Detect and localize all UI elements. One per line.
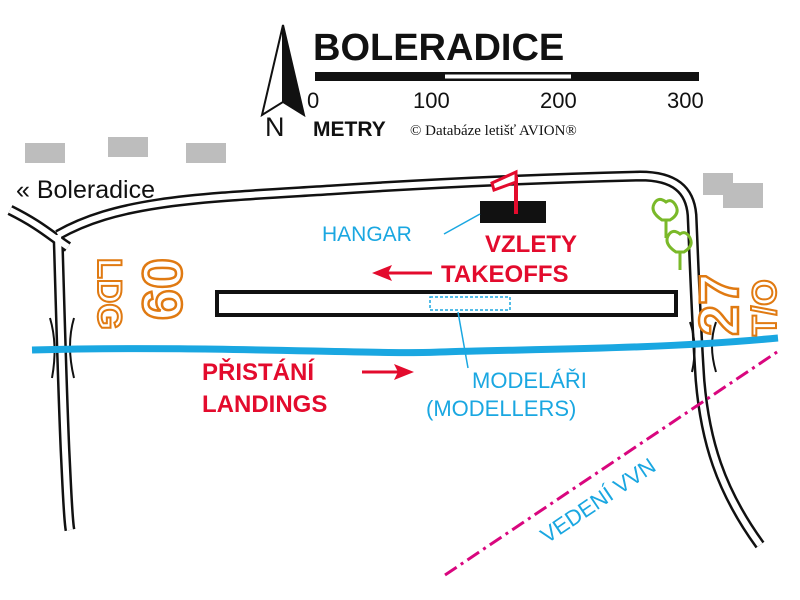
modellers-label-en: (MODELLERS) bbox=[426, 396, 576, 421]
stream bbox=[31, 334, 779, 357]
runway-27-use: T/O bbox=[746, 279, 784, 336]
takeoff-label-cz: VZLETY bbox=[485, 231, 577, 258]
north-label: N bbox=[265, 112, 285, 142]
runway bbox=[215, 290, 678, 317]
scale-unit-label: METRY bbox=[313, 118, 386, 141]
buildings bbox=[25, 137, 763, 208]
hangar bbox=[480, 201, 546, 223]
scale-tick-300: 300 bbox=[667, 88, 704, 113]
modellers-leader bbox=[457, 311, 469, 369]
north-arrow-icon bbox=[260, 24, 306, 118]
runway-09-number: 09 bbox=[131, 258, 194, 320]
scale-tick-0: 0 bbox=[307, 88, 319, 113]
landing-arrow bbox=[362, 364, 414, 380]
powerline-label: VEDENÍ VVN bbox=[536, 453, 660, 548]
scale-tick-100: 100 bbox=[413, 88, 450, 113]
town-label: « Boleradice bbox=[16, 176, 155, 204]
copyright-text: © Databáze letišť AVION® bbox=[410, 123, 577, 139]
roads bbox=[7, 170, 765, 549]
windsock-icon bbox=[490, 169, 518, 214]
tree-icon bbox=[665, 229, 693, 270]
building-4 bbox=[703, 173, 763, 208]
takeoff-arrow bbox=[372, 265, 432, 281]
power-line bbox=[444, 348, 781, 577]
landing-label-en: LANDINGS bbox=[202, 391, 327, 418]
tree-icon bbox=[651, 197, 679, 238]
scale-tick-200: 200 bbox=[540, 88, 577, 113]
runway-09-use: LDG bbox=[90, 258, 128, 330]
takeoff-label-en: TAKEOFFS bbox=[441, 261, 569, 288]
runway-27-number: 27 bbox=[687, 274, 750, 336]
building-2 bbox=[108, 137, 148, 157]
tree-icons bbox=[651, 197, 693, 270]
modellers-area bbox=[429, 296, 511, 311]
modellers-label-cz: MODELÁŘI bbox=[472, 368, 587, 393]
building-3 bbox=[186, 143, 226, 163]
landing-label-cz: PŘISTÁNÍ bbox=[202, 358, 315, 386]
hangar-leader bbox=[443, 213, 481, 235]
scale-bar bbox=[315, 72, 699, 81]
map-title: BOLERADICE bbox=[313, 27, 564, 69]
hangar-label: HANGAR bbox=[322, 223, 412, 246]
building-1 bbox=[25, 143, 65, 163]
